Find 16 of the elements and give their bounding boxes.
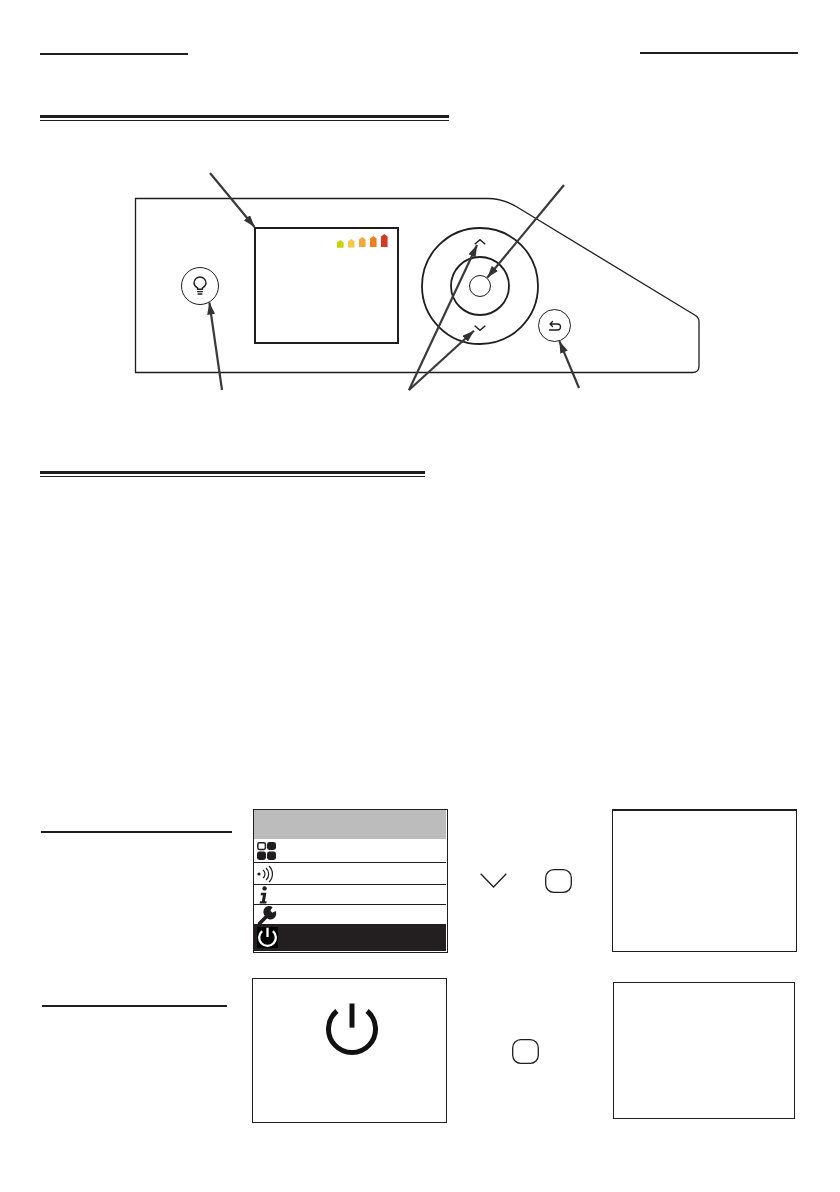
display-screen [613,982,795,1119]
down-chevron-icon [474,325,486,331]
display-screen [252,978,447,1123]
leader-line [408,244,479,391]
display-screen [612,809,797,952]
display-screen [254,227,399,344]
leader-line [207,302,224,391]
leader-line [209,172,256,228]
leader-line [558,340,580,389]
return-button [537,309,571,342]
menu-screen [253,809,448,953]
center-button [469,275,491,297]
leader-line [408,329,475,391]
up-chevron-icon [474,239,486,245]
light-button [181,267,219,305]
leader-line [486,184,565,279]
